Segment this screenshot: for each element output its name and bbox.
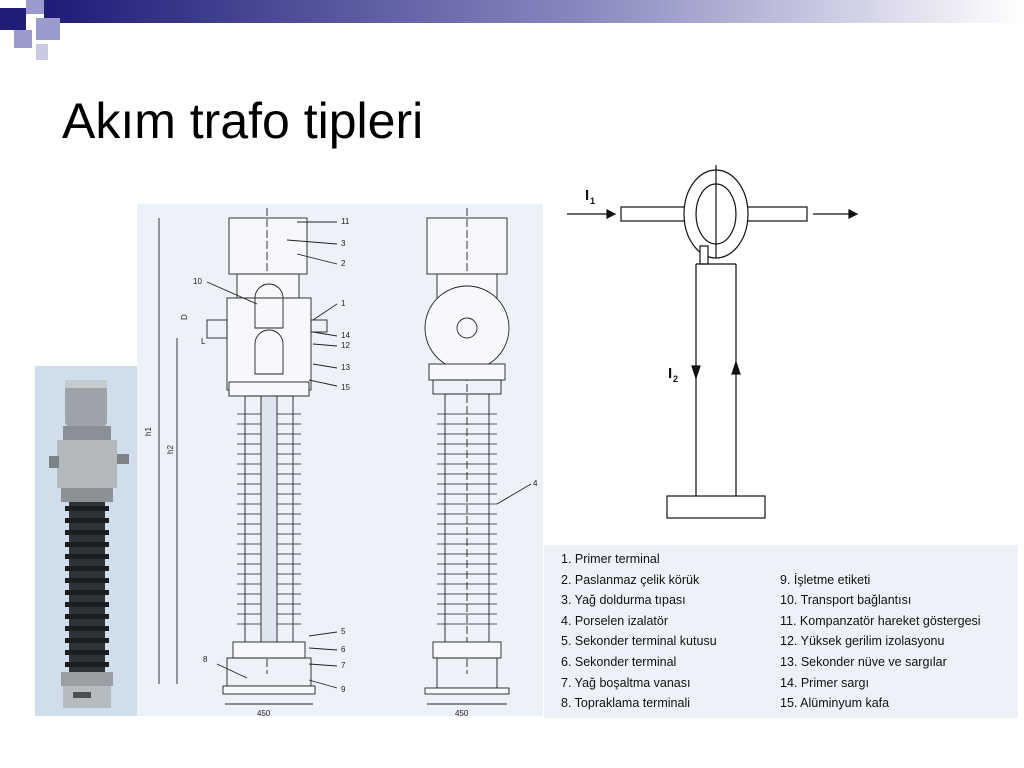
legend-item: 7. Yağ boşaltma vanası <box>561 675 691 690</box>
dimension-h2: h2 <box>166 445 175 454</box>
component-legend: 1. Primer terminal 2. Paslanmaz çelik kö… <box>544 545 1018 718</box>
callout-12: 12 <box>341 341 350 350</box>
legend-item: 14. Primer sargı <box>780 675 869 690</box>
callout-3: 3 <box>341 239 346 248</box>
legend-item: 1. Primer terminal <box>561 552 660 566</box>
legend-item: 15. Alüminyum kafa <box>780 696 890 711</box>
callout-4: 4 <box>533 479 538 488</box>
callout-5: 5 <box>341 627 346 636</box>
legend-column-right: 9. İşletme etiketi 10. Transport bağlant… <box>780 549 981 714</box>
callout-13: 13 <box>341 363 350 372</box>
current-transformer-schematic: I 1 I 2 <box>567 165 859 519</box>
callout-15: 15 <box>341 383 350 392</box>
callout-6: 6 <box>341 645 346 654</box>
label-i1-sub: 1 <box>590 196 595 206</box>
callout-14: 14 <box>341 331 350 340</box>
dimension-d: D <box>180 314 189 320</box>
callout-1: 1 <box>341 299 346 308</box>
technical-drawing: 11 3 2 10 1 14 12 13 15 4 5 6 7 8 9 h1 h… <box>137 204 543 716</box>
legend-item: 9. İşletme etiketi <box>780 572 871 587</box>
legend-item: 5. Sekonder terminal kutusu <box>561 634 717 649</box>
callout-10: 10 <box>193 277 202 286</box>
callout-11: 11 <box>341 217 350 226</box>
callout-8: 8 <box>203 655 208 664</box>
slide-title: Akım trafo tipleri <box>62 93 424 149</box>
label-i2: I <box>668 365 672 382</box>
header-decoration <box>0 0 1024 60</box>
callout-9: 9 <box>341 685 346 694</box>
legend-item: 11. Kompanzatör hareket göstergesi <box>780 613 981 628</box>
dimension-width-right: 450 <box>455 709 469 716</box>
callout-7: 7 <box>341 661 346 670</box>
legend-item: 10. Transport bağlantısı <box>780 593 912 608</box>
legend-item: 3. Yağ doldurma tıpası <box>561 593 686 608</box>
dimension-width-left: 450 <box>257 709 271 716</box>
legend-item: 8. Topraklama terminali <box>561 696 690 711</box>
legend-item: 13. Sekonder nüve ve sargılar <box>780 654 947 669</box>
legend-column-left: 1. Primer terminal 2. Paslanmaz çelik kö… <box>561 549 717 714</box>
legend-item: 12. Yüksek gerilim izolasyonu <box>780 634 945 649</box>
legend-item <box>780 549 981 570</box>
legend-item: 2. Paslanmaz çelik körük <box>561 572 700 587</box>
legend-item: 4. Porselen izalatör <box>561 613 669 628</box>
label-i2-sub: 2 <box>673 374 678 384</box>
callout-2: 2 <box>341 259 346 268</box>
legend-item: 6. Sekonder terminal <box>561 654 677 669</box>
label-i1: I <box>585 187 589 204</box>
transformer-photo <box>35 366 140 716</box>
dimension-l: L <box>201 337 206 346</box>
dimension-h1: h1 <box>144 427 153 436</box>
